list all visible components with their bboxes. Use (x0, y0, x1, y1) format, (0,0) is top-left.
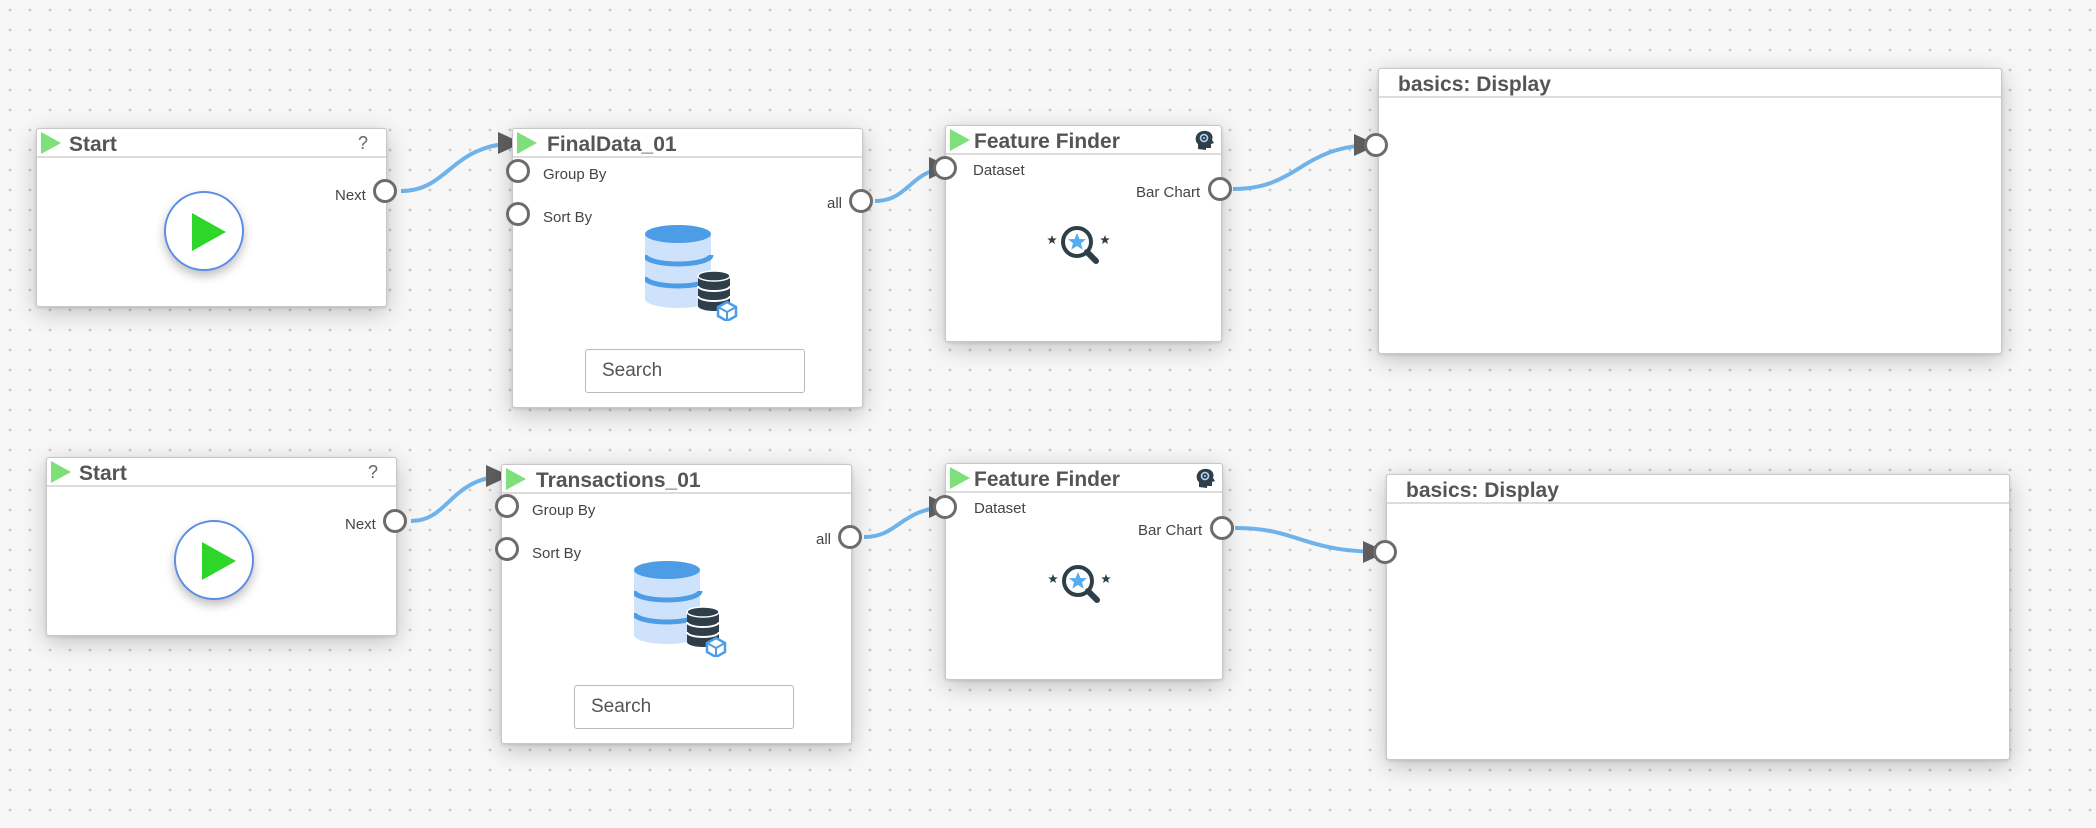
help-icon[interactable]: ? (367, 462, 378, 482)
node-title: FinalData_01 (547, 133, 677, 156)
input-port-display[interactable] (1364, 133, 1388, 157)
output-port-next[interactable] (383, 509, 407, 533)
wire-start-to-dataset[interactable] (410, 465, 510, 523)
display-node[interactable]: basics: Display (1378, 68, 2002, 354)
node-header[interactable]: Start ? (37, 129, 386, 158)
output-port-next[interactable] (373, 179, 397, 203)
ai-head-icon[interactable] (1193, 129, 1215, 151)
wire-start-to-dataset[interactable] (400, 132, 522, 193)
port-label-bar-chart: Bar Chart (1138, 522, 1203, 539)
output-port-all[interactable] (849, 189, 873, 213)
run-triangle-icon[interactable] (950, 467, 970, 489)
port-label-dataset: Dataset (973, 162, 1025, 179)
input-port-sort-by[interactable] (495, 537, 519, 561)
node-title: Feature Finder (974, 468, 1120, 491)
run-triangle-icon[interactable] (41, 132, 61, 154)
input-port-display[interactable] (1373, 540, 1397, 564)
dataset-node[interactable]: Transactions_01 Group By Sort By all (501, 464, 852, 744)
port-label-group-by: Group By (532, 502, 596, 519)
feature-finder-node[interactable]: Feature Finder Dataset Bar Chart (945, 125, 1222, 342)
feature-search-icon (1047, 226, 1110, 264)
dataset-node[interactable]: FinalData_01 Group By Sort By all (512, 128, 863, 408)
wire-finder-to-display[interactable] (1232, 134, 1378, 191)
run-triangle-icon[interactable] (51, 461, 71, 483)
node-header[interactable]: Transactions_01 (502, 465, 851, 494)
start-node[interactable]: Start ? Next (46, 457, 397, 636)
wire-finder-to-display[interactable] (1234, 526, 1387, 563)
run-triangle-icon[interactable] (517, 132, 537, 154)
play-button[interactable] (164, 191, 244, 271)
play-icon (202, 542, 236, 580)
node-header[interactable]: FinalData_01 (513, 129, 862, 158)
run-triangle-icon[interactable] (950, 129, 970, 151)
search-input[interactable] (585, 349, 805, 393)
output-port-bar-chart[interactable] (1210, 516, 1234, 540)
node-title: Transactions_01 (536, 469, 701, 492)
node-header[interactable]: Feature Finder (946, 126, 1221, 155)
input-port-group-by[interactable] (495, 494, 519, 518)
port-label-all: all (827, 195, 843, 212)
search-input[interactable] (574, 685, 794, 729)
input-port-dataset[interactable] (933, 156, 957, 180)
node-header[interactable]: Start ? (47, 458, 396, 487)
input-port-group-by[interactable] (506, 159, 530, 183)
ai-head-icon[interactable] (1194, 467, 1216, 489)
play-button[interactable] (174, 520, 254, 600)
input-port-sort-by[interactable] (506, 202, 530, 226)
output-port-bar-chart[interactable] (1208, 177, 1232, 201)
output-port-all[interactable] (838, 525, 862, 549)
port-label-next: Next (335, 187, 366, 204)
node-header[interactable]: basics: Display (1387, 475, 2009, 504)
start-node[interactable]: Start ? Next (36, 128, 387, 307)
node-header[interactable]: Feature Finder (946, 464, 1222, 493)
feature-search-icon (1048, 565, 1111, 603)
database-icon (645, 225, 738, 321)
display-content-area (1387, 504, 2009, 759)
node-title: basics: Display (1406, 479, 1559, 502)
run-triangle-icon[interactable] (506, 468, 526, 490)
feature-finder-node[interactable]: Feature Finder Dataset Bar Chart (945, 463, 1223, 680)
display-content-area (1379, 98, 2001, 353)
port-label-dataset: Dataset (974, 500, 1026, 517)
node-title: Start (69, 133, 117, 156)
database-icon (634, 561, 727, 657)
play-icon (192, 213, 226, 251)
port-label-next: Next (345, 516, 376, 533)
node-header[interactable]: basics: Display (1379, 69, 2001, 98)
node-title: basics: Display (1398, 73, 1551, 96)
port-label-group-by: Group By (543, 166, 607, 183)
node-title: Feature Finder (974, 130, 1120, 153)
node-title: Start (79, 462, 127, 485)
input-port-dataset[interactable] (933, 495, 957, 519)
port-label-all: all (816, 531, 832, 548)
help-icon[interactable]: ? (357, 133, 368, 153)
port-label-bar-chart: Bar Chart (1136, 184, 1201, 201)
port-label-sort-by: Sort By (532, 545, 582, 562)
port-label-sort-by: Sort By (543, 209, 593, 226)
display-node[interactable]: basics: Display (1386, 474, 2010, 760)
